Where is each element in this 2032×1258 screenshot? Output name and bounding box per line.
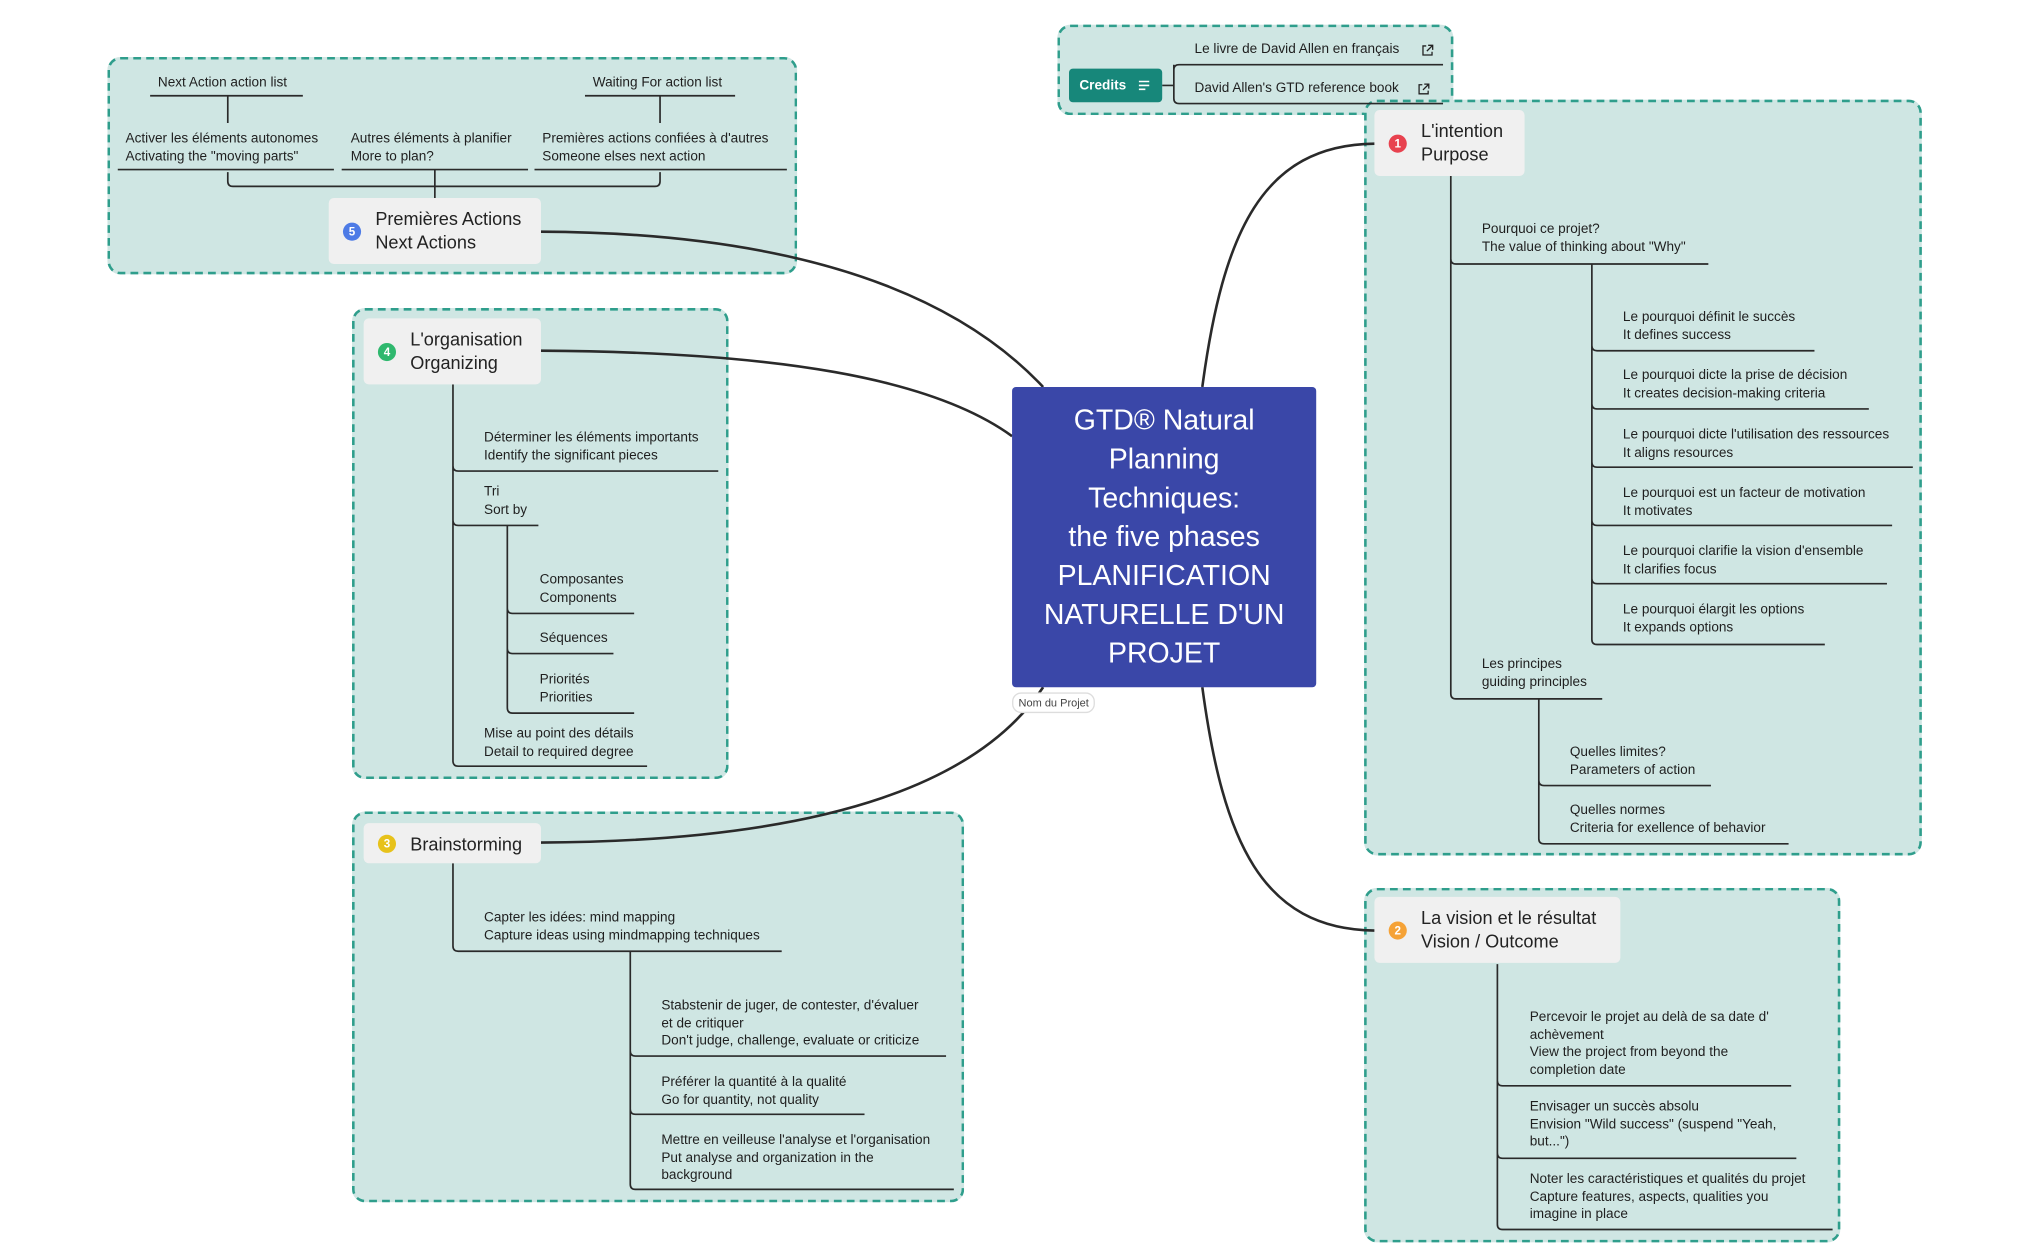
credits-link-french-book[interactable]: Le livre de David Allen en français <box>1194 41 1400 57</box>
organizing-detail[interactable]: Mise au point des détails Detail to requ… <box>484 726 634 760</box>
branch-next-actions-line <box>540 230 1045 388</box>
organizing-tree-lines <box>452 384 719 768</box>
number-three-icon: 3 <box>377 834 397 853</box>
branch-vision-line <box>1201 687 1375 932</box>
central-line-2: Planning <box>1108 442 1220 475</box>
branch-vision[interactable]: 2 La vision et le résultat Vision / Outc… <box>1374 896 1621 963</box>
brainstorming-dont-judge[interactable]: Stabstenir de juger, de contester, d'éva… <box>661 997 920 1049</box>
purpose-why-success[interactable]: Le pourquoi définit le succès It defines… <box>1622 309 1796 343</box>
purpose-why-motivates[interactable]: Le pourquoi est un facteur de motivation… <box>1622 485 1866 519</box>
branch-organizing-line <box>540 349 1013 438</box>
branch-purpose-line <box>1201 142 1375 388</box>
brainstorming-background[interactable]: Mettre en veilleuse l'analyse et l'organ… <box>661 1132 931 1183</box>
purpose-tree-lines <box>1449 174 1913 845</box>
purpose-why-decision[interactable]: Le pourquoi dicte la prise de décision I… <box>1622 367 1848 401</box>
brainstorming-tree-lines <box>452 863 954 1191</box>
next-actions-activate[interactable]: Activer les éléments autonomes Activatin… <box>125 130 319 164</box>
organizing-sort[interactable]: Tri Sort by <box>484 484 528 518</box>
purpose-principles[interactable]: Les principes guiding principles <box>1481 656 1587 690</box>
purpose-why-focus[interactable]: Le pourquoi clarifie la vision d'ensembl… <box>1622 543 1864 577</box>
brainstorming-boundary <box>352 811 965 1203</box>
central-line-5: PLANIFICATION <box>1057 559 1271 592</box>
number-five-icon: 5 <box>342 221 362 241</box>
purpose-why[interactable]: Pourquoi ce projet? The value of thinkin… <box>1481 221 1686 255</box>
number-four-icon: 4 <box>377 342 397 361</box>
organizing-sort-sequences[interactable]: Séquences <box>539 630 608 646</box>
credits-button[interactable]: Credits <box>1069 68 1163 103</box>
central-note-label[interactable]: Nom du Projet <box>1012 692 1096 714</box>
organizing-sort-priorities[interactable]: Priorités Priorities <box>539 671 593 705</box>
vision-tree-lines <box>1496 964 1833 1231</box>
brainstorming-capture[interactable]: Capter les idées: mind mapping Capture i… <box>484 909 760 943</box>
branch-brainstorming-line <box>540 686 1045 844</box>
organizing-significant[interactable]: Déterminer les éléments importants Ident… <box>484 429 699 463</box>
organizing-boundary <box>352 308 729 780</box>
next-actions-delegate[interactable]: Premières actions confiées à d'autres So… <box>542 130 769 164</box>
branch-organizing[interactable]: 4 L'organisation Organizing <box>363 318 541 385</box>
purpose-boundary <box>1364 99 1922 856</box>
external-link-icon[interactable] <box>1417 83 1430 96</box>
vision-beyond-completion[interactable]: Percevoir le projet au delà de sa date d… <box>1529 1009 1769 1078</box>
next-actions-more[interactable]: Autres éléments à planifier More to plan… <box>350 130 512 164</box>
external-link-icon[interactable] <box>1421 44 1434 57</box>
central-line-3: Techniques: <box>1088 481 1241 514</box>
branch-purpose[interactable]: 1 L'intention Purpose <box>1374 110 1525 177</box>
number-one-icon: 1 <box>1388 133 1407 153</box>
central-line-4: the five phases <box>1068 520 1260 553</box>
vision-features[interactable]: Noter les caractéristiques et qualités d… <box>1529 1171 1806 1222</box>
notes-menu-icon <box>1138 80 1150 91</box>
branch-brainstorming[interactable]: 3 Brainstorming <box>363 823 541 864</box>
purpose-principles-norms[interactable]: Quelles normes Criteria for exellence of… <box>1569 802 1766 836</box>
purpose-principles-limits[interactable]: Quelles limites? Parameters of action <box>1569 744 1696 778</box>
purpose-why-options[interactable]: Le pourquoi élargit les options It expan… <box>1622 601 1805 635</box>
next-actions-delegate-label[interactable]: Waiting For action list <box>592 75 723 91</box>
central-line-1: GTD® Natural <box>1073 403 1255 437</box>
credits-label: Credits <box>1079 77 1127 94</box>
next-actions-tree-lines <box>117 94 787 199</box>
brainstorming-quantity[interactable]: Préférer la quantité à la qualité Go for… <box>661 1074 847 1108</box>
credits-link-reference-book[interactable]: David Allen's GTD reference book <box>1194 80 1399 96</box>
central-line-6: NATURELLE D'UN <box>1043 597 1285 631</box>
central-line-7: PROJET <box>1107 636 1221 670</box>
credits-link-lines <box>1162 63 1444 105</box>
central-topic[interactable]: GTD® Natural Planning Techniques: the fi… <box>1012 386 1317 688</box>
number-two-icon: 2 <box>1388 920 1407 939</box>
next-actions-activate-label[interactable]: Next Action action list <box>157 75 288 91</box>
branch-next-actions[interactable]: 5 Premières Actions Next Actions <box>328 198 541 265</box>
organizing-sort-components[interactable]: Composantes Components <box>539 572 624 606</box>
vision-wild-success[interactable]: Envisager un succès absolu Envision "Wil… <box>1529 1098 1777 1150</box>
purpose-why-resources[interactable]: Le pourquoi dicte l'utilisation des ress… <box>1622 427 1890 461</box>
